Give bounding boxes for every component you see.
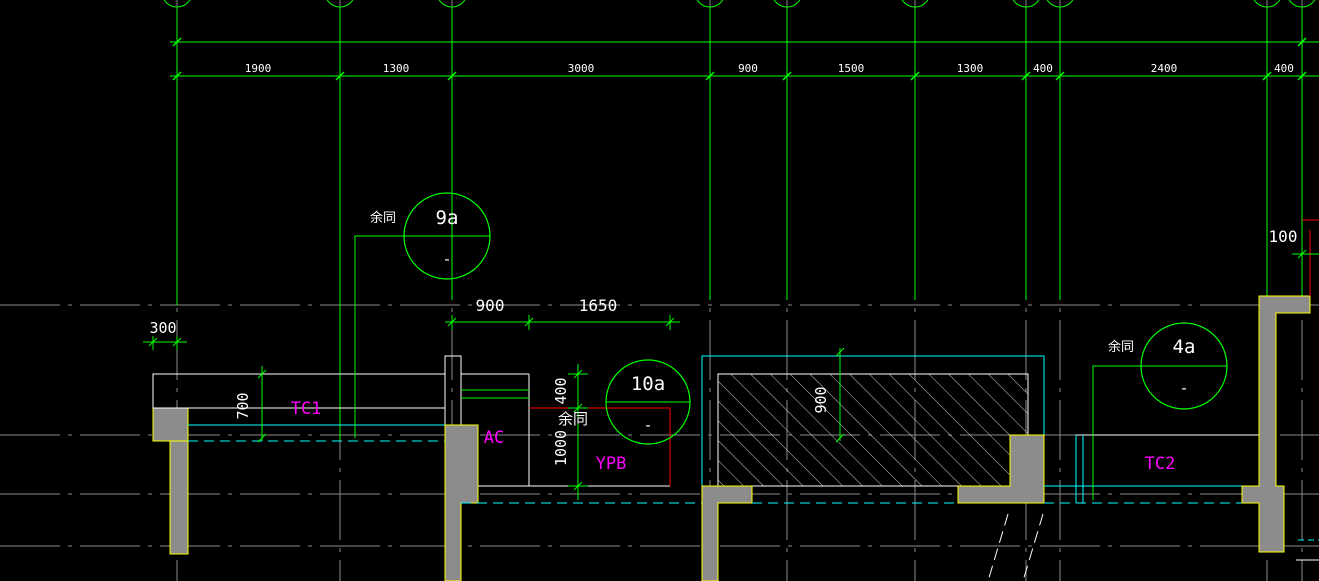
callout-10a-number: 10a: [631, 373, 665, 395]
dim-900v-text: 900: [812, 386, 830, 413]
dim-900v: [835, 347, 845, 443]
left-wall: [152, 407, 189, 555]
dim-1650-text: 1650: [579, 296, 618, 315]
callout-4a: [1092, 322, 1228, 500]
dim-400-text: 400: [552, 377, 570, 404]
dim-top-8: 2400: [1151, 62, 1178, 75]
callout-9a: [354, 192, 491, 438]
window-tc2: [1044, 434, 1260, 504]
label-ypb: YPB: [596, 454, 627, 474]
callout-10a: [605, 359, 691, 445]
dim-top-7: 400: [1033, 62, 1053, 75]
dim-top-6: 1300: [957, 62, 984, 75]
dim-top-4: 900: [738, 62, 758, 75]
axis-bubbles: [163, 0, 1316, 8]
hatched-unit: [701, 355, 1045, 581]
dim-top-3: 3000: [568, 62, 595, 75]
dim-400-1000: [568, 364, 588, 500]
dim-top-5: 1500: [838, 62, 865, 75]
callout-10a-note: 余同: [558, 410, 588, 428]
dim-300: [143, 336, 187, 350]
label-ac: AC: [484, 428, 504, 448]
dim-900-text: 900: [476, 296, 505, 315]
dim-700-text: 700: [234, 392, 252, 419]
label-tc1: TC1: [291, 399, 322, 419]
callout-10a-sheet: -: [643, 416, 652, 434]
dim-top-9: 400: [1274, 62, 1294, 75]
dim-100: [1292, 249, 1319, 259]
dim-top-2: 1300: [383, 62, 410, 75]
top-dimension-lines: [170, 8, 1319, 440]
label-tc2: TC2: [1145, 454, 1176, 474]
callout-4a-number: 4a: [1173, 336, 1196, 358]
dim-top-1: 1900: [245, 62, 272, 75]
callout-9a-note: 余同: [370, 210, 396, 226]
right-wall: [1241, 219, 1319, 561]
dim-300-text: 300: [149, 319, 176, 337]
dim-1000-text: 1000: [552, 430, 570, 466]
dim-900-1650: [445, 315, 680, 330]
callout-9a-number: 9a: [436, 207, 459, 229]
callout-4a-sheet: -: [1179, 379, 1188, 397]
callout-9a-sheet: -: [442, 250, 451, 268]
dim-100-text: 100: [1269, 227, 1298, 246]
dim-700: [257, 366, 267, 443]
callout-4a-note: 余同: [1108, 339, 1134, 355]
